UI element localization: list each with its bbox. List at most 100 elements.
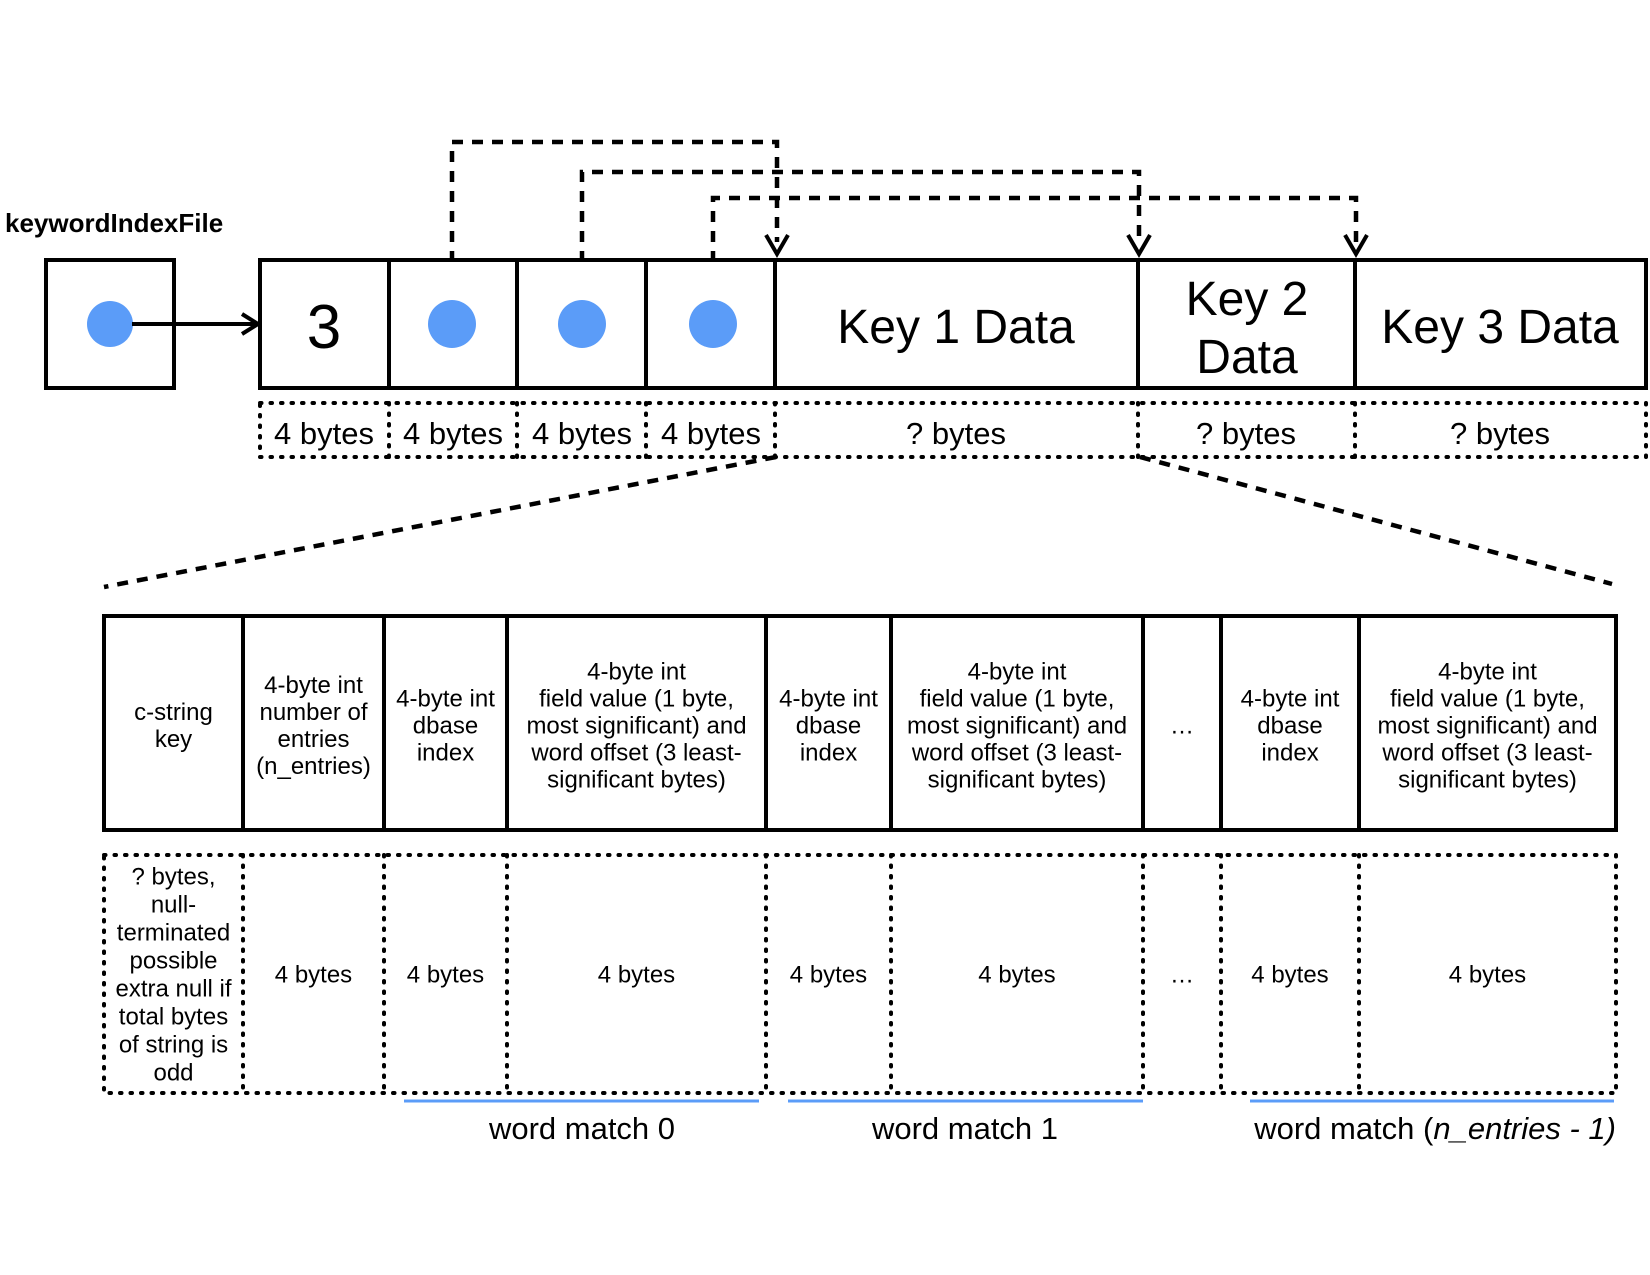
zoom-line-left [103,454,777,590]
n-entries-cell-text-line: number of [259,699,367,726]
field-offset-cell-last-text-line: most significant) and [1377,712,1597,739]
field-offset-cell-0-size: 4 bytes [598,961,675,988]
file-pointer-dot [87,301,133,347]
dbase-index-cell-0-text-line: index [417,739,474,766]
dbase-index-cell-0-text-line: 4-byte int [396,685,495,712]
pointer-path-key1 [449,139,780,302]
dbase-index-cell-1-size-line: 4 bytes [790,961,867,988]
size-count: 4 bytes [274,416,374,451]
zoom-line-right [1139,454,1613,587]
dbase-index-cell-1-text-line: dbase [796,712,861,739]
word-match-0-label: word match 0 [488,1111,675,1146]
key3-data-label: Key 3 Data [1381,301,1619,354]
field-offset-cell-0-size-line: 4 bytes [598,961,675,988]
arrowhead-key3 [1343,233,1369,258]
dbase-index-cell-1-text-line: 4-byte int [779,685,878,712]
ellipsis-cell-size: … [1170,961,1194,988]
n-entries-cell-text-line: (n_entries) [256,753,371,780]
field-offset-cell-1-text-line: word offset (3 least- [911,739,1122,766]
cstring-key-cell-size-line: terminated [117,919,230,946]
dbase-index-cell-last-size: 4 bytes [1251,961,1328,988]
size-key2: ? bytes [1196,416,1296,451]
key-count-value: 3 [307,293,341,362]
word-match-1-label: word match 1 [871,1111,1058,1146]
word-match-last-label: word match (n_entries - 1) [1253,1111,1616,1146]
size-pointer-2: 4 bytes [532,416,632,451]
field-offset-cell-1-size: 4 bytes [978,961,1055,988]
field-offset-cell-0-text-line: significant bytes) [547,766,726,793]
size-pointer-1: 4 bytes [403,416,503,451]
n-entries-cell-text-line: 4-byte int [264,672,363,699]
field-offset-cell-0-text-line: most significant) and [526,712,746,739]
field-offset-cell-1-text-line: 4-byte int [968,658,1067,685]
ellipsis-cell-text-line: … [1170,712,1194,739]
field-offset-cell-last-size: 4 bytes [1449,961,1526,988]
cstring-key-cell-size-line: null- [151,891,196,918]
dbase-index-cell-last-text-line: dbase [1257,712,1322,739]
index-record-outline [258,258,1648,390]
field-offset-cell-1-size-line: 4 bytes [978,961,1055,988]
cstring-key-cell-text-line: c-string [134,699,213,726]
dbase-index-cell-last-text-line: index [1261,739,1318,766]
key3-pointer-dot [689,300,737,348]
key-data-outline [102,614,1618,832]
file-label: keywordIndexFile [5,208,223,238]
ellipsis-cell-text: … [1170,712,1194,739]
arrowhead-key1 [764,233,790,258]
key1-pointer-dot [428,300,476,348]
field-offset-cell-last-size-line: 4 bytes [1449,961,1526,988]
word-match-last-prefix: word match ( [1253,1111,1434,1146]
size-pointer-3: 4 bytes [661,416,761,451]
dbase-index-cell-0-size-line: 4 bytes [407,961,484,988]
field-offset-cell-last-text-line: field value (1 byte, [1390,685,1585,712]
field-offset-cell-last-text-line: word offset (3 least- [1381,739,1592,766]
field-offset-cell-last-text-line: 4-byte int [1438,658,1537,685]
field-offset-cell-0-text-line: 4-byte int [587,658,686,685]
cstring-key-cell-size-line: ? bytes, [131,863,215,890]
size-key1: ? bytes [906,416,1006,451]
dbase-index-cell-last-size-line: 4 bytes [1251,961,1328,988]
cstring-key-cell-text-line: key [155,726,192,753]
pointer-path-key3 [710,195,1359,302]
n-entries-cell-size: 4 bytes [275,961,352,988]
field-offset-cell-0-text-line: field value (1 byte, [539,685,734,712]
key1-data-label: Key 1 Data [837,301,1075,354]
dbase-index-cell-1-text-line: index [800,739,857,766]
index-size-row: 4 bytes 4 bytes 4 bytes 4 bytes ? bytes … [258,401,1648,459]
pointer-path-key2 [579,169,1142,302]
key2-pointer-dot [558,300,606,348]
pointer-paths [449,139,1369,302]
field-offset-cell-1-text-line: field value (1 byte, [920,685,1115,712]
word-match-last-italic: n_entries - 1) [1433,1111,1616,1146]
dbase-index-cell-1-size: 4 bytes [790,961,867,988]
field-offset-cell-1-text-line: significant bytes) [928,766,1107,793]
field-offset-cell-last-text-line: significant bytes) [1398,766,1577,793]
dbase-index-cell-0-size: 4 bytes [407,961,484,988]
field-offset-cell-1-text-line: most significant) and [907,712,1127,739]
field-offset-cell-0-text-line: word offset (3 least- [530,739,741,766]
word-match-labels: word match 0 word match 1 word match (n_… [404,1099,1616,1146]
arrowhead-key2 [1126,233,1152,258]
cstring-key-cell-size-line: total bytes [119,1003,228,1030]
dbase-index-cell-last-text-line: 4-byte int [1241,685,1340,712]
n-entries-cell-text-line: entries [277,726,349,753]
n-entries-cell-size-line: 4 bytes [275,961,352,988]
dbase-index-cell-0-text-line: dbase [413,712,478,739]
cstring-key-cell-size-line: possible [129,947,217,974]
cstring-key-cell-size-line: odd [153,1059,193,1086]
cstring-key-cell-size-line: extra null if [115,975,231,1002]
